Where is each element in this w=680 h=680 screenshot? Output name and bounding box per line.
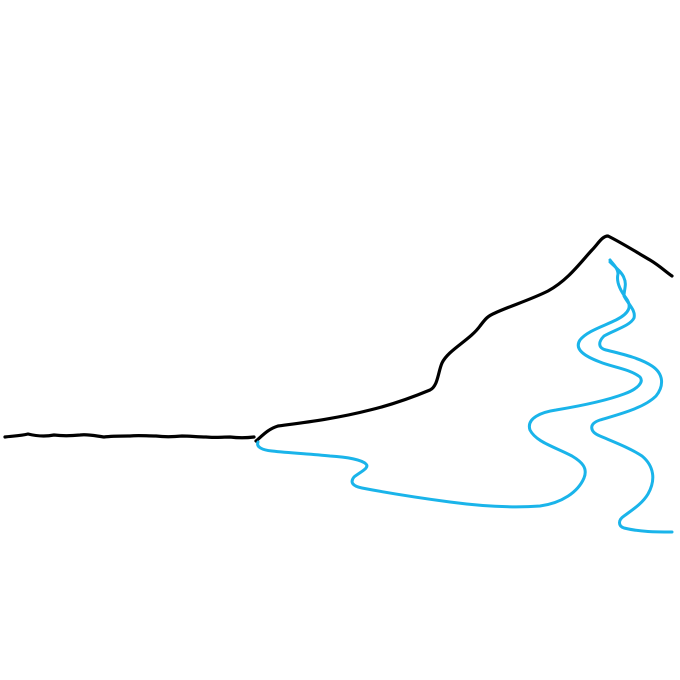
- river-right-bank: [590, 260, 674, 534]
- horizon-line: [3, 432, 256, 440]
- mountain-outline: [254, 234, 674, 443]
- shoreline: [256, 258, 643, 509]
